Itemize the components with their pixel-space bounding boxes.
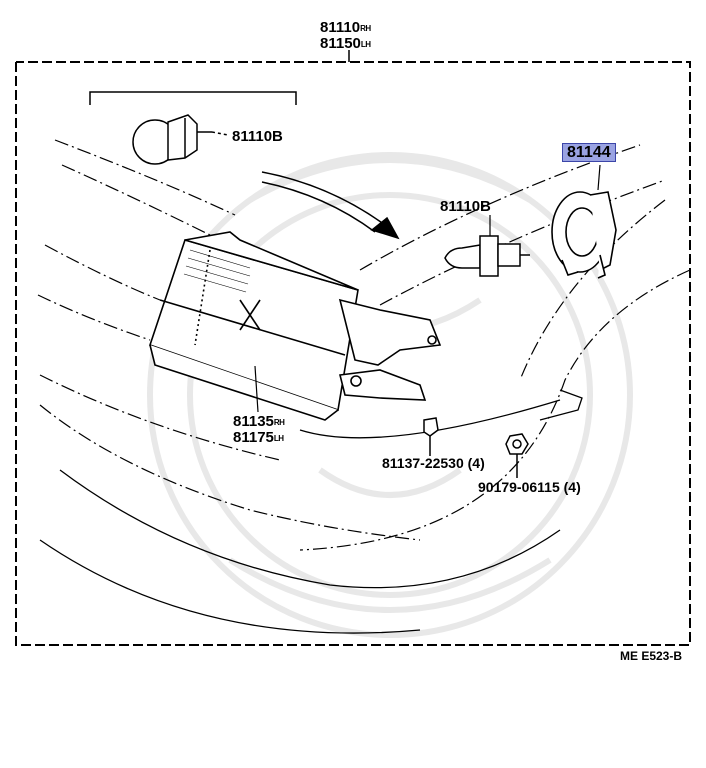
bulb-socket-icon [551, 191, 617, 279]
assembly-arrow [261, 171, 400, 240]
label-81135-81175: 81135RH 81175LH [233, 413, 285, 446]
diagram-code: ME E523-B [620, 649, 683, 663]
label-81110-81150: 81110RH 81150LH [320, 20, 371, 52]
diagram-border [15, 61, 691, 646]
clip-icon [423, 417, 439, 456]
label-81135: 81135 [233, 413, 274, 430]
label-90179: 90179-06115 (4) [478, 479, 581, 495]
label-81175: 81175 [233, 429, 274, 446]
label-81135-side: RH [273, 418, 285, 427]
label-81110: 81110 [320, 19, 361, 36]
label-bulb-top: 81110B [232, 128, 283, 145]
halogen-bulb-icon [132, 114, 229, 165]
label-81110-side: RH [360, 24, 371, 33]
label-81137: 81137-22530 (4) [382, 455, 485, 471]
label-bulb-mid: 81110B [440, 198, 491, 215]
label-81150-side: LH [360, 40, 371, 49]
nut-icon [505, 433, 529, 478]
label-81150: 81150 [320, 35, 361, 52]
fender-curves [39, 389, 583, 634]
body-contour-lines [37, 139, 691, 551]
label-81175-side: LH [273, 434, 284, 443]
bulb-group-bracket [89, 91, 297, 105]
halogen-bulb-icon [444, 235, 530, 277]
headlamp-assembly-icon [148, 231, 442, 421]
leader-lines [254, 164, 601, 413]
label-81144-highlighted[interactable]: 81144 [562, 143, 616, 162]
lens-texture [183, 249, 251, 293]
